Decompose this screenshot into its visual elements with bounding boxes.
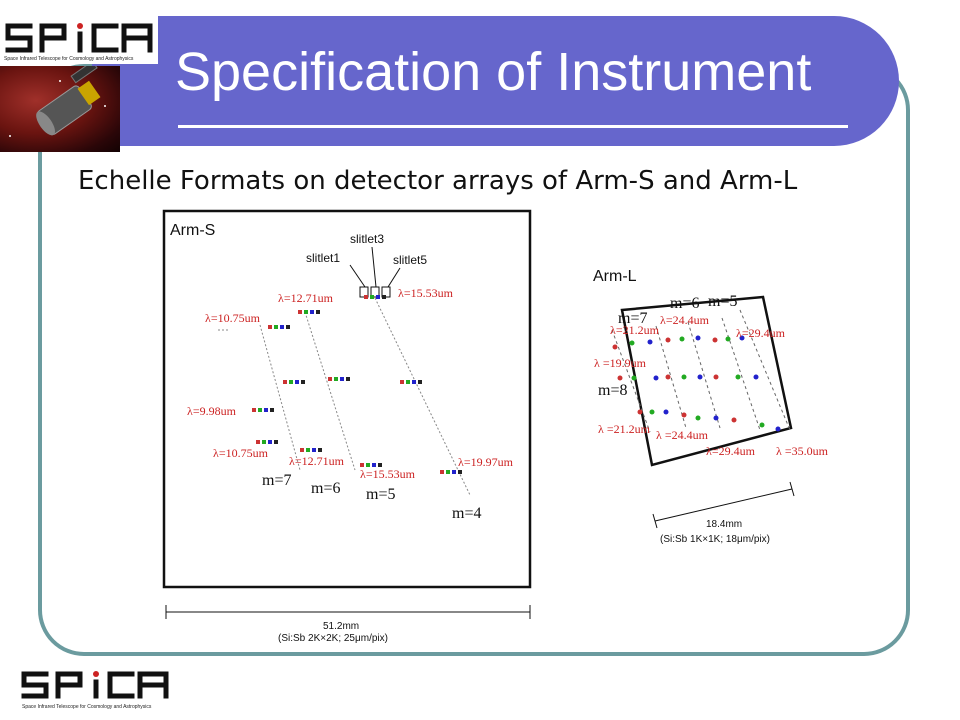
spica-logo-dot-top bbox=[77, 23, 83, 29]
arm-l-wl-mid-m8: λ =19.9um bbox=[594, 356, 647, 370]
arm-l-order-m7: m=7 bbox=[618, 310, 647, 327]
telescope-image bbox=[0, 66, 120, 152]
arm-l-dimension-label: 18.4mm bbox=[706, 519, 742, 530]
slitlet5-label: slitlet5 bbox=[393, 253, 427, 267]
arm-s-wl-bot-m7: λ=10.75um bbox=[213, 446, 269, 460]
spica-logo-dot-bottom bbox=[93, 671, 99, 677]
spica-logo-lettering-top bbox=[5, 23, 153, 53]
slide-frame bbox=[38, 64, 910, 656]
arm-l-dimension-line bbox=[652, 481, 795, 529]
logo-tagline-top: Space Infrared Telescope for Cosmology a… bbox=[4, 56, 134, 62]
telescope-icon bbox=[9, 66, 106, 137]
title-bar bbox=[92, 16, 899, 146]
spica-logo-bottom: Space Infrared Telescope for Cosmology a… bbox=[21, 671, 169, 710]
arm-s-detector-spec: (Si:Sb 2K×2K; 25μm/pix) bbox=[278, 633, 388, 644]
arm-l-wl-bot-m8: λ =21.2um bbox=[598, 422, 651, 436]
arm-l-wl-bot-m7: λ =24.4um bbox=[656, 428, 709, 442]
arm-l-order-m6: m=6 bbox=[670, 295, 699, 312]
arm-s-wl-bot-m6: λ=12.71um bbox=[289, 454, 345, 468]
arm-s-order-m4: m=4 bbox=[452, 505, 481, 522]
arm-s-order-m7: m=7 bbox=[262, 472, 291, 489]
arm-s-detector bbox=[162, 209, 532, 589]
slide-subtitle: Echelle Formats on detector arrays of Ar… bbox=[78, 166, 798, 196]
arm-s-spectral-dots bbox=[252, 295, 462, 474]
arm-l-spectral-dots bbox=[612, 335, 781, 432]
slitlet-pointers bbox=[349, 246, 401, 298]
arm-s-order-m5: m=5 bbox=[366, 486, 395, 503]
slitlet1-label: slitlet1 bbox=[306, 251, 340, 265]
spica-logo-lettering-bottom bbox=[21, 671, 169, 699]
arm-l-detector-spec: (Si:Sb 1K×1K; 18μm/pix) bbox=[660, 534, 770, 545]
arm-l-wl-bot-m6: λ=29.4um bbox=[706, 444, 756, 458]
arm-l-wl-bot-m5: λ =35.0um bbox=[776, 444, 829, 458]
arm-l-order-m8: m=8 bbox=[598, 382, 627, 399]
arm-s-dimension-line bbox=[165, 605, 531, 619]
arm-l-wl-top-m6: λ=24.4um bbox=[660, 313, 710, 327]
slitlet3-label: slitlet3 bbox=[350, 232, 384, 246]
arm-s-order-m6: m=6 bbox=[311, 480, 340, 497]
arm-s-wl-bot-m4: λ=19.97um bbox=[458, 455, 514, 469]
arm-s-label: Arm-S bbox=[170, 222, 215, 239]
arm-l-wl-top-m5: λ=29.4um bbox=[736, 326, 786, 340]
arm-s-wl-bot-m5: λ=15.53um bbox=[360, 467, 416, 481]
arm-s-wl-top-m4: λ=15.53um bbox=[398, 286, 454, 300]
arm-s-dimension-label: 51.2mm bbox=[323, 621, 359, 632]
arm-l-order-m5: m=5 bbox=[708, 293, 737, 310]
slide-title: Specification of Instrument bbox=[175, 42, 812, 102]
spica-logo-top: Space Infrared Telescope for Cosmology a… bbox=[0, 16, 158, 64]
arm-s-wl-mid-m7: λ=9.98um bbox=[187, 404, 237, 418]
arm-s-wl-top-m6: λ=10.75um bbox=[205, 311, 261, 325]
arm-s-wl-top-m5: λ=12.71um bbox=[278, 291, 334, 305]
logo-tagline-bottom: Space Infrared Telescope for Cosmology a… bbox=[22, 704, 152, 710]
title-underline bbox=[178, 125, 848, 128]
arm-l-label: Arm-L bbox=[593, 268, 637, 285]
arm-l-wl-top-m7: λ=21.2um bbox=[610, 323, 660, 337]
arm-s-order-tracks bbox=[218, 297, 471, 496]
